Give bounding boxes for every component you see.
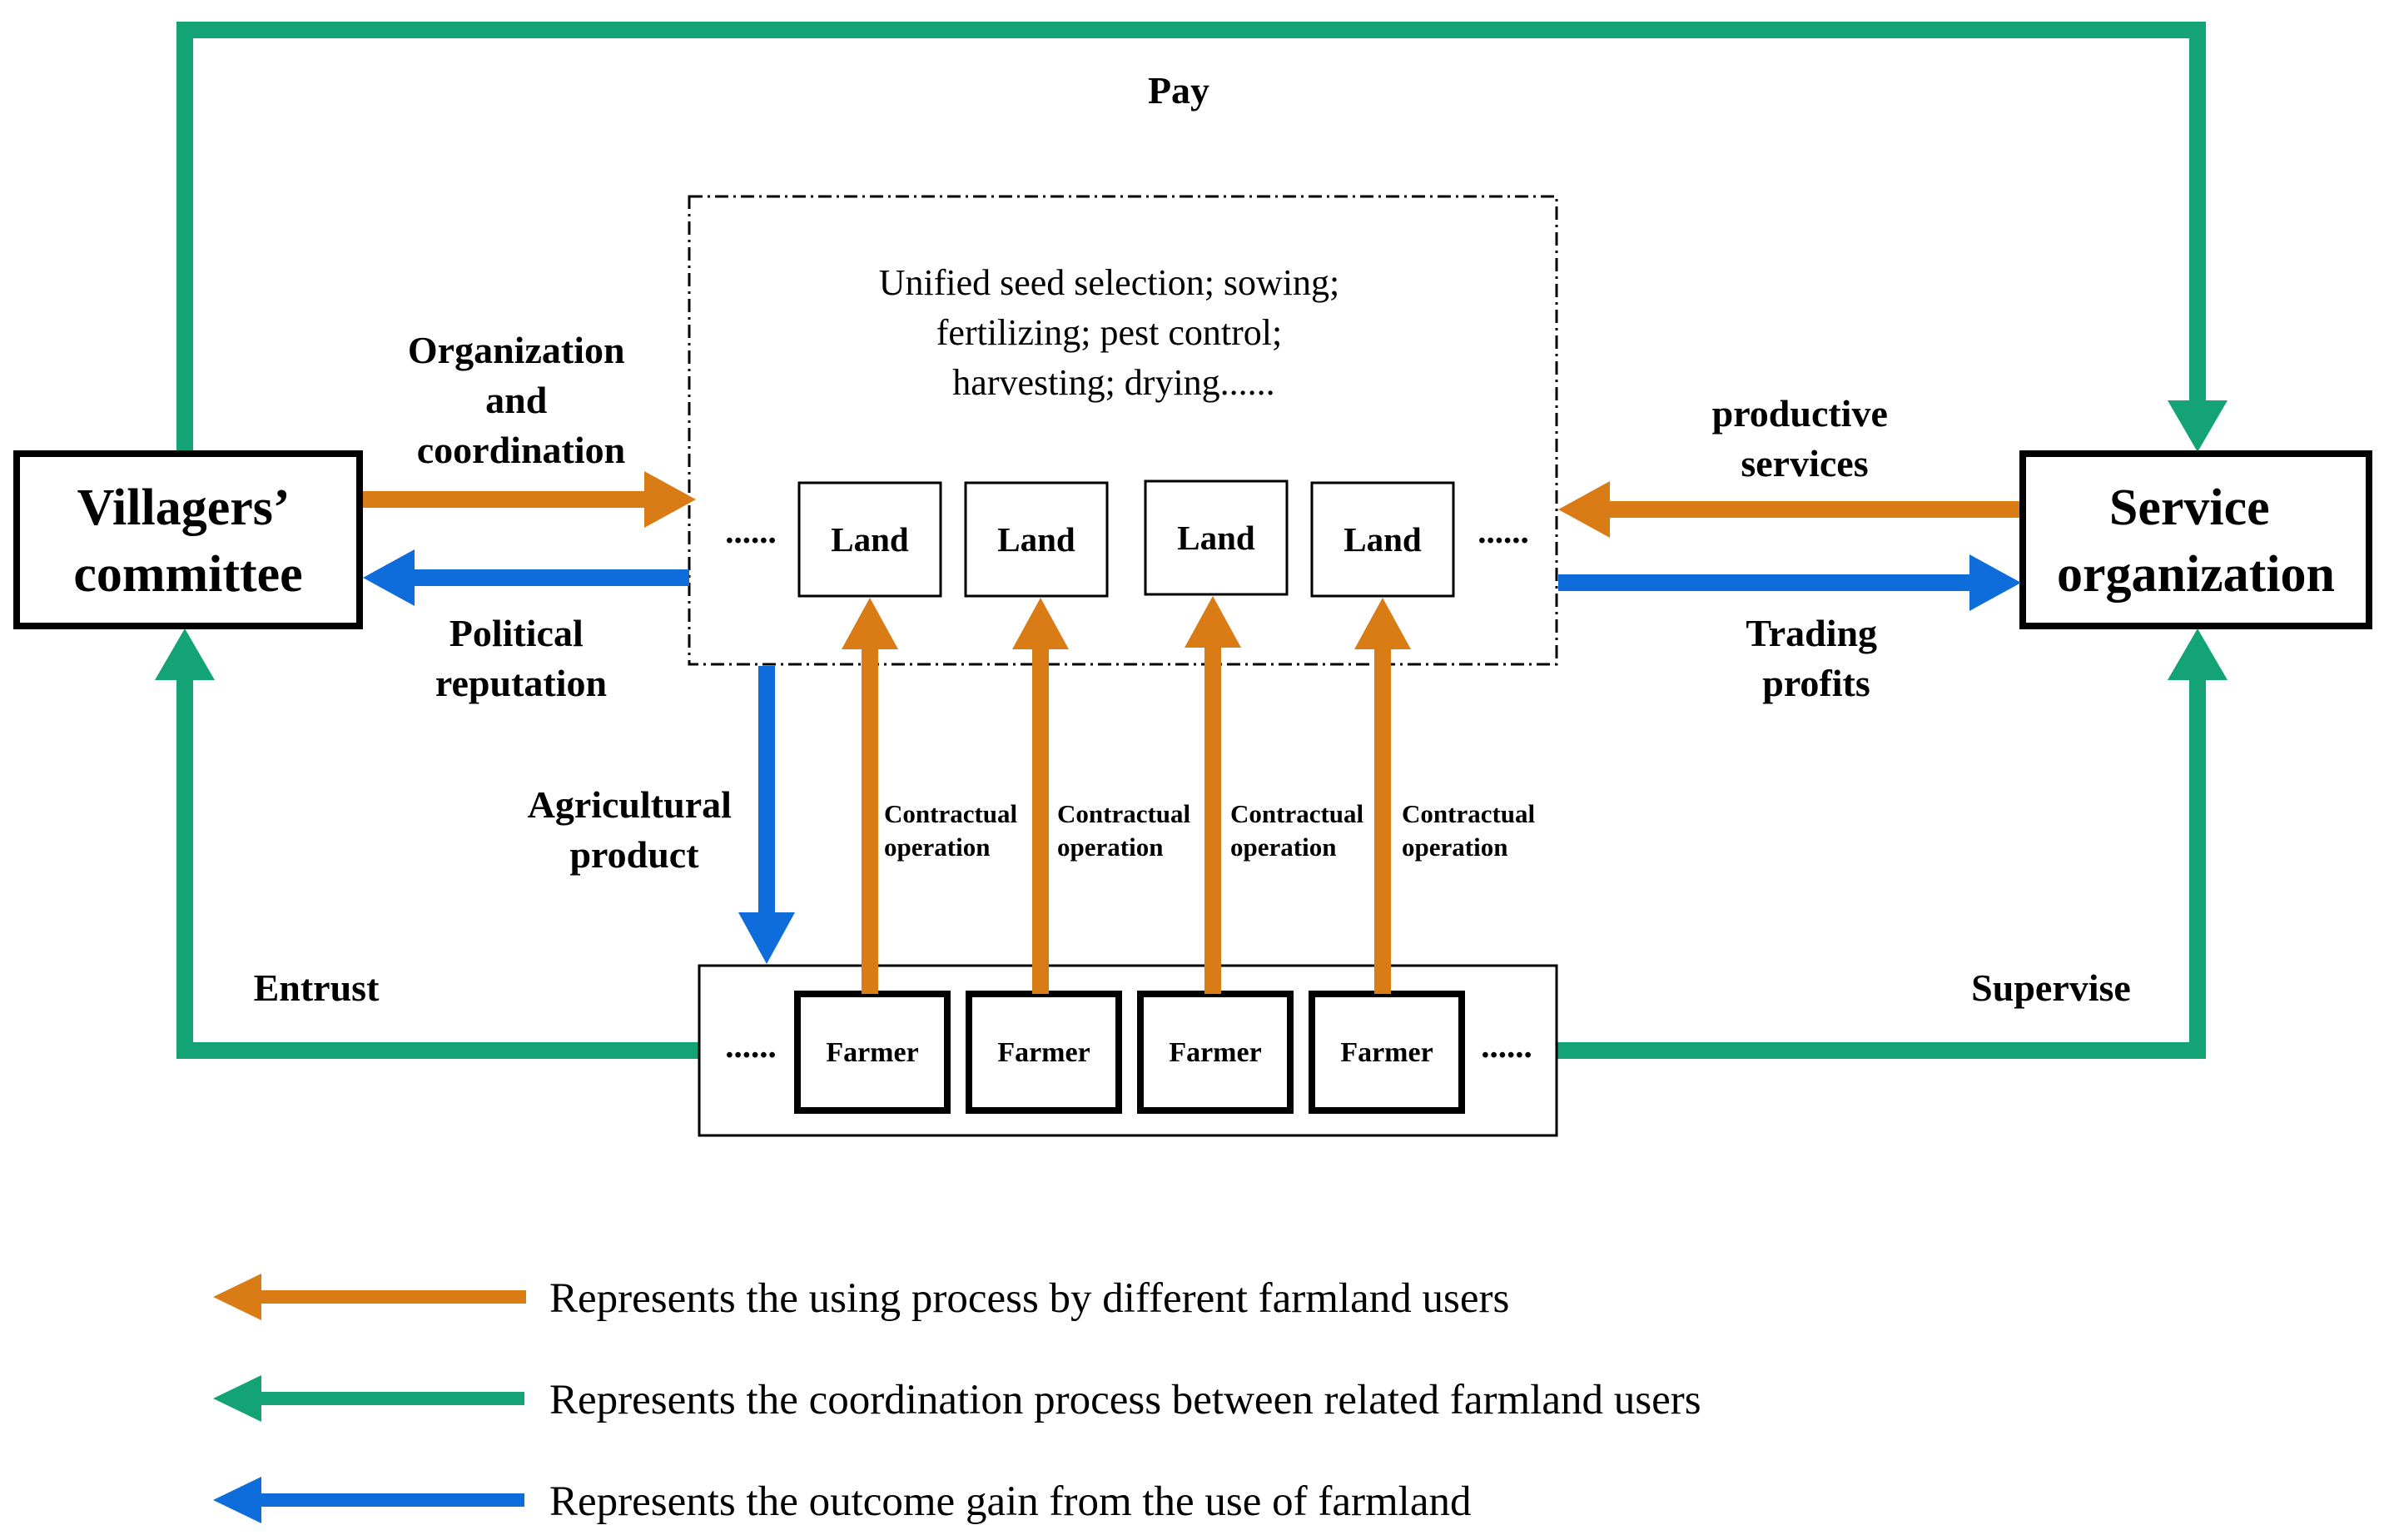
legend-green-text: Represents the coordination process betw… bbox=[549, 1377, 1701, 1423]
land-label: Land bbox=[1343, 520, 1422, 559]
contractual-arrowhead bbox=[1185, 596, 1241, 648]
agricultural-product-label: Agricultural product bbox=[528, 783, 742, 876]
contractual-operation-label: Contractual operation bbox=[884, 799, 1024, 862]
farmer-ellipsis-right: ...... bbox=[1481, 1026, 1532, 1065]
contractual-operation-labels: Contractual operation Contractual operat… bbox=[884, 799, 1542, 862]
services-box bbox=[688, 195, 1558, 666]
farmer-box bbox=[794, 991, 951, 1114]
legend: Represents the using process by differen… bbox=[213, 1274, 1701, 1525]
agricultural-product-arrowhead bbox=[738, 912, 795, 964]
villagers-committee-label: Villagers’ committee bbox=[73, 479, 302, 603]
legend-green-arrowhead bbox=[213, 1375, 261, 1422]
orange-flows bbox=[363, 471, 2019, 994]
pay-arrowhead bbox=[2168, 400, 2228, 452]
farmer-label: Farmer bbox=[826, 1037, 918, 1068]
farmer-label: Farmer bbox=[997, 1037, 1090, 1068]
land-ellipsis-left: ...... bbox=[725, 512, 777, 550]
political-reputation-label: Political reputation bbox=[435, 612, 607, 704]
pay-line bbox=[176, 22, 2206, 454]
legend-orange-arrowhead bbox=[213, 1274, 261, 1320]
green-coordination-loop bbox=[155, 22, 2228, 1059]
entrust-label: Entrust bbox=[254, 966, 380, 1009]
legend-orange-text: Represents the using process by differen… bbox=[549, 1275, 1509, 1322]
contractual-arrowhead bbox=[1354, 598, 1411, 649]
farmer-label: Farmer bbox=[1169, 1037, 1261, 1068]
blue-flows bbox=[363, 549, 2021, 964]
contractual-operation-label: Contractual operation bbox=[1230, 799, 1370, 862]
legend-blue-arrowhead bbox=[213, 1477, 261, 1523]
entrust-arrowhead bbox=[155, 628, 215, 680]
supervise-label: Supervise bbox=[1971, 966, 2131, 1009]
land-label: Land bbox=[831, 520, 909, 559]
supervise-line bbox=[1557, 674, 2206, 1059]
land-label: Land bbox=[997, 520, 1075, 559]
contractual-operation-label: Contractual operation bbox=[1402, 799, 1542, 862]
trading-profits-label: Trading profits bbox=[1746, 612, 1886, 704]
land-ellipsis-right: ...... bbox=[1478, 512, 1529, 550]
contractual-arrowhead bbox=[1012, 598, 1069, 649]
supervise-arrowhead bbox=[2168, 628, 2228, 680]
farmer-ellipsis-left: ...... bbox=[725, 1026, 777, 1065]
farmers-box bbox=[698, 964, 1558, 1137]
political-reputation-arrowhead bbox=[363, 549, 415, 606]
land-row: ...... Land Land Land Land ...... bbox=[725, 479, 1529, 598]
service-organization-box bbox=[2019, 450, 2372, 629]
services-text: Unified seed selection; sowing; fertiliz… bbox=[879, 262, 1349, 403]
farmer-box bbox=[1137, 991, 1294, 1114]
entrust-line bbox=[176, 674, 699, 1059]
trading-profits-arrowhead bbox=[1969, 554, 2021, 611]
land-box bbox=[964, 481, 1109, 598]
farmer-row: ...... Farmer Farmer Farmer Farmer .....… bbox=[725, 991, 1532, 1114]
organization-arrowhead bbox=[644, 471, 696, 528]
land-box bbox=[797, 481, 942, 598]
service-organization-label: Service organization bbox=[2057, 479, 2335, 603]
farmer-label: Farmer bbox=[1340, 1037, 1433, 1068]
productive-services-arrowhead bbox=[1558, 481, 1610, 538]
farmer-box bbox=[1309, 991, 1465, 1114]
organization-coordination-label: Organization and coordination bbox=[408, 329, 634, 471]
contractual-arrowhead bbox=[842, 598, 898, 649]
land-box bbox=[1144, 479, 1289, 596]
contractual-operation-label: Contractual operation bbox=[1057, 799, 1197, 862]
land-box bbox=[1310, 481, 1455, 598]
land-label: Land bbox=[1177, 519, 1255, 557]
legend-blue-text: Represents the outcome gain from the use… bbox=[549, 1478, 1471, 1525]
pay-label: Pay bbox=[1148, 69, 1209, 112]
villagers-committee-box bbox=[13, 450, 363, 629]
productive-services-label: productive services bbox=[1712, 392, 1898, 484]
farmer-box bbox=[966, 991, 1122, 1114]
